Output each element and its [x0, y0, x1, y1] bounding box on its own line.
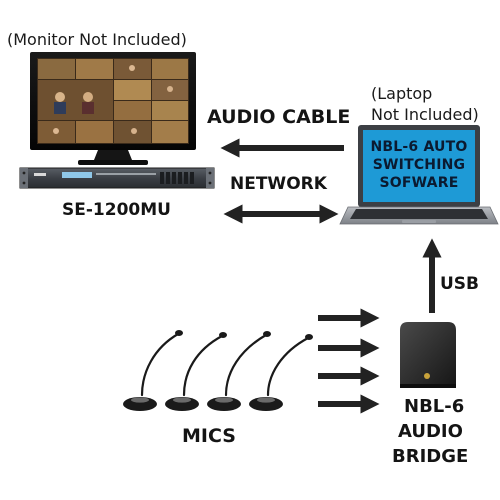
laptop-illustration: [339, 125, 499, 225]
screen-line-1: NBL-6 AUTO: [370, 139, 468, 155]
audio-cable-label: AUDIO CABLE: [207, 106, 351, 128]
laptop-note-line1: (Laptop: [371, 84, 433, 103]
laptop-screen-text: NBL-6 AUTO SWITCHING SOFWARE: [363, 138, 475, 192]
monitor-illustration: [30, 52, 196, 165]
bridge-label-line3: BRIDGE: [392, 446, 469, 467]
bridge-label-line1: NBL-6: [404, 396, 465, 417]
screen-line-2: SWITCHING: [372, 157, 466, 173]
laptop-note-line2: Not Included): [371, 105, 479, 124]
recorder-label: SE-1200MU: [62, 200, 171, 220]
usb-label: USB: [440, 274, 480, 294]
network-label: NETWORK: [230, 174, 327, 194]
screen-line-3: SOFWARE: [379, 175, 459, 191]
recorder-device: [19, 167, 215, 189]
audio-bridge-device: [400, 322, 456, 388]
bridge-label-line2: AUDIO: [398, 421, 463, 442]
monitor-note: (Monitor Not Included): [7, 30, 187, 49]
mics-label: MICS: [182, 425, 236, 447]
mics-illustration: [140, 332, 310, 397]
